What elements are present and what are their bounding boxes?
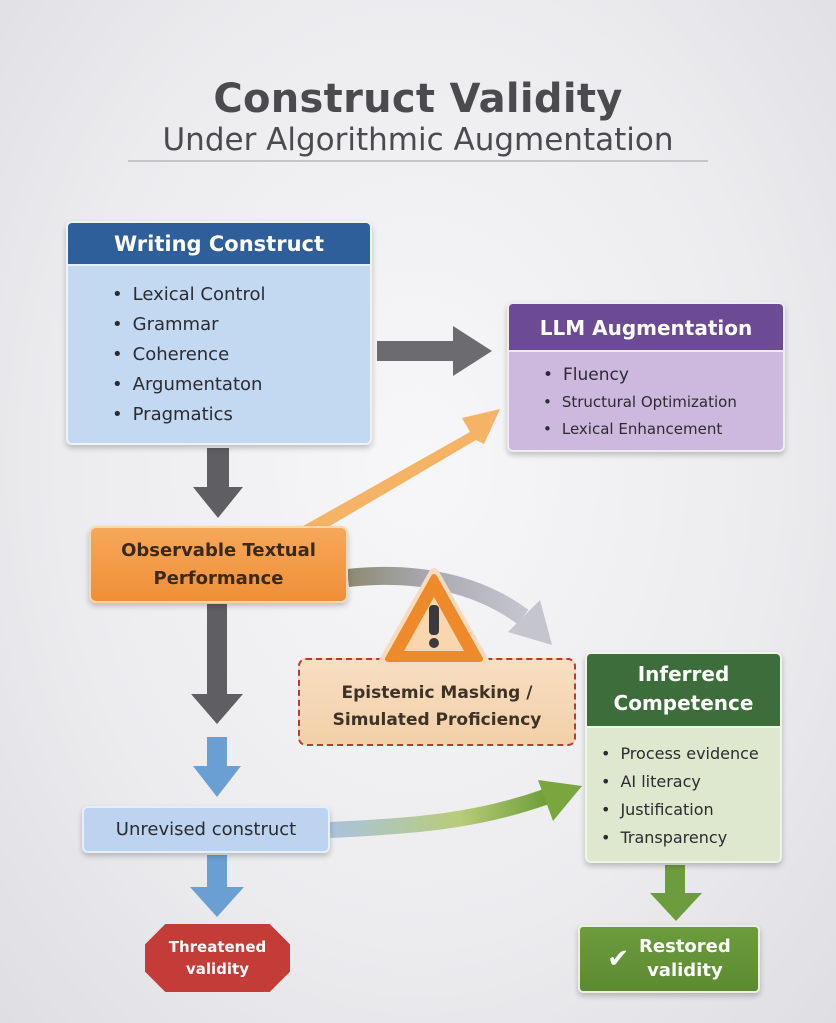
list-item: Transparency <box>601 824 780 852</box>
llm-augmentation-title: LLM Augmentation <box>509 304 783 352</box>
warning-triangle-icon <box>378 568 490 669</box>
llm-augmentation-node: LLM Augmentation Fluency Structural Opti… <box>507 302 785 452</box>
writing-construct-title: Writing Construct <box>68 223 370 266</box>
threatened-line-2: validity <box>185 960 249 978</box>
list-item: Lexical Control <box>112 280 370 310</box>
check-icon: ✔ <box>607 944 630 974</box>
arrow-into-unrevised <box>193 737 241 797</box>
unrevised-label: Unrevised construct <box>115 819 297 840</box>
observable-line-2: Performance <box>153 567 284 589</box>
list-item: Justification <box>601 796 780 824</box>
inferred-competence-list: Process evidence AI literacy Justificati… <box>587 728 780 852</box>
arrow-observable-to-inferred <box>347 566 552 645</box>
diagram-title: Construct Validity <box>213 76 623 122</box>
list-item: Structural Optimization <box>543 389 783 416</box>
arrow-observable-to-llm <box>296 409 500 540</box>
masking-line-1: Epistemic Masking / <box>341 683 533 703</box>
restored-validity-node: ✔ Restored validity <box>578 925 760 993</box>
writing-construct-node: Writing Construct Lexical Control Gramma… <box>66 221 372 445</box>
threatened-validity-node: Threatened validity <box>145 924 290 992</box>
inferred-competence-title: Inferred Competence <box>587 654 780 728</box>
list-item: Argumentaton <box>112 370 370 400</box>
list-item: Lexical Enhancement <box>543 416 783 443</box>
observable-line-1: Observable Textual <box>121 539 316 561</box>
inferred-competence-node: Inferred Competence Process evidence AI … <box>585 652 782 863</box>
llm-augmentation-list: Fluency Structural Optimization Lexical … <box>509 352 783 443</box>
threatened-line-1: Threatened <box>168 938 267 956</box>
list-item: Pragmatics <box>112 400 370 430</box>
writing-construct-list: Lexical Control Grammar Coherence Argume… <box>68 266 370 430</box>
restored-line-2: validity <box>647 960 723 981</box>
arrow-writing-to-llm <box>377 326 492 376</box>
list-item: Coherence <box>112 340 370 370</box>
arrow-observable-to-unrevised <box>191 604 243 724</box>
arrow-writing-to-observable <box>193 448 243 518</box>
inferred-title-line-2: Competence <box>613 691 754 715</box>
observable-performance-node: Observable Textual Performance <box>89 526 348 603</box>
arrow-unrevised-to-inferred <box>329 780 582 838</box>
restored-line-1: Restored <box>639 936 731 957</box>
title-divider <box>128 160 708 162</box>
list-item: AI literacy <box>601 768 780 796</box>
unrevised-construct-node: Unrevised construct <box>82 806 330 853</box>
inferred-title-line-1: Inferred <box>637 662 730 686</box>
diagram-subtitle: Under Algorithmic Augmentation <box>162 122 674 158</box>
arrow-inferred-to-restored <box>650 865 702 921</box>
masking-line-2: Simulated Proficiency <box>332 710 542 730</box>
list-item: Grammar <box>112 310 370 340</box>
arrow-unrevised-to-threatened <box>190 855 244 917</box>
list-item: Process evidence <box>601 740 780 768</box>
epistemic-masking-node: Epistemic Masking / Simulated Proficienc… <box>298 658 576 746</box>
list-item: Fluency <box>543 362 783 389</box>
